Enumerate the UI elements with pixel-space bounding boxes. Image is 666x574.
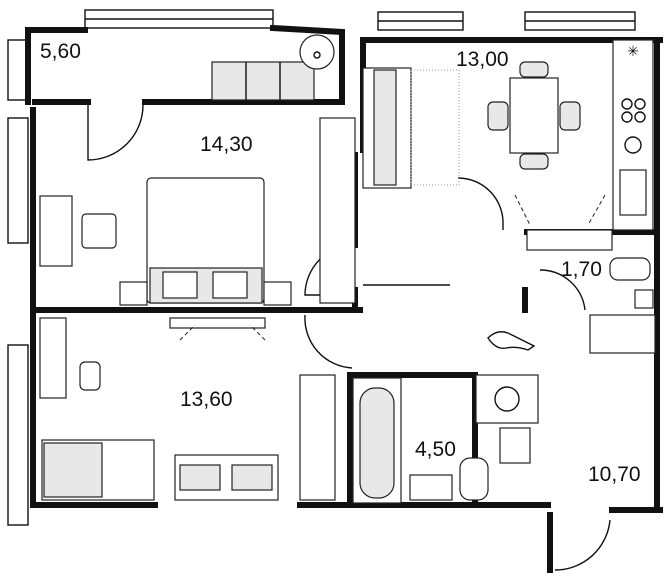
- walls: [25, 24, 663, 573]
- snowflake-icon: ✳: [627, 45, 639, 60]
- room-area-balcony: 5,60: [40, 40, 81, 63]
- room-area-bedroom-2: 13,60: [180, 388, 233, 411]
- bedroom-1-furniture: [39, 177, 292, 306]
- balcony-furniture: [211, 34, 335, 101]
- doors: [87, 104, 611, 571]
- wardrobes: [299, 117, 356, 501]
- windows: [7, 9, 636, 526]
- bathroom-furniture: [352, 374, 539, 504]
- room-area-wc: 1,70: [561, 258, 602, 281]
- living-kitchen-furniture: [362, 39, 654, 251]
- room-area-bedroom-1: 14,30: [200, 133, 253, 156]
- room-area-kitchen-living: 13,00: [456, 48, 509, 71]
- bedroom-2-furniture: [39, 317, 279, 501]
- room-area-bathroom: 4,50: [415, 438, 456, 461]
- room-area-hallway: 10,70: [588, 463, 641, 486]
- wc-furniture: [589, 257, 656, 354]
- dog-icon: [487, 331, 536, 351]
